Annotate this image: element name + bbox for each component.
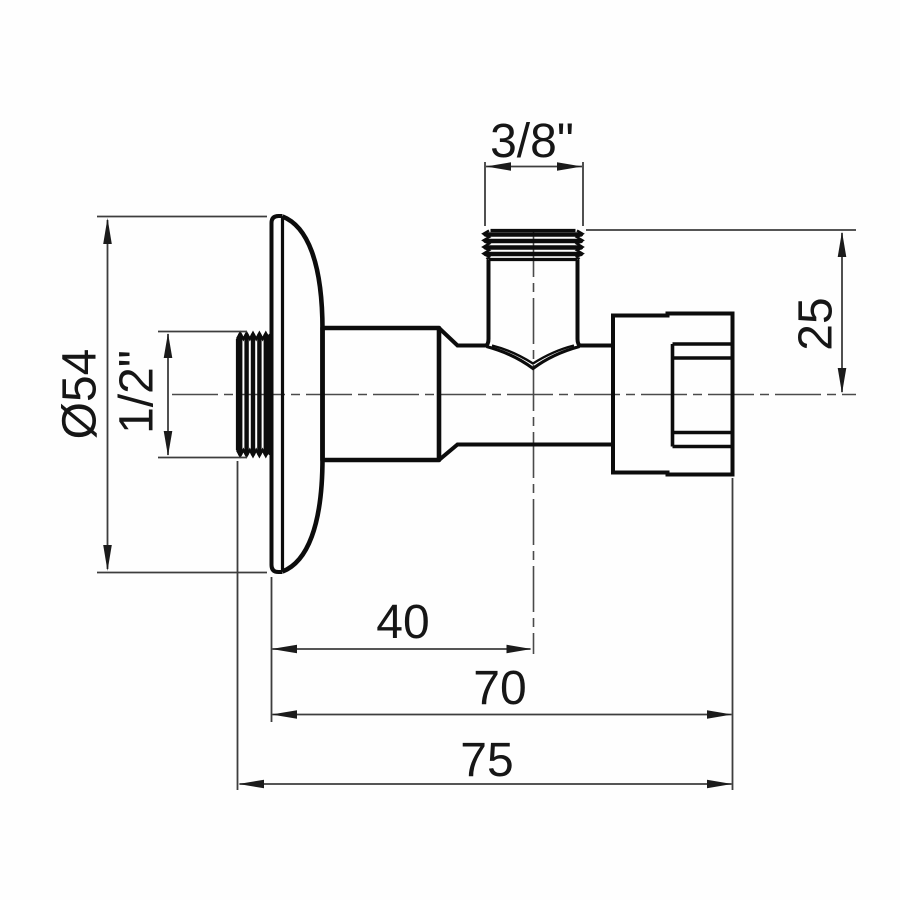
dim-branch-thread: 3/8" [484,115,584,226]
branch-thread-ridges [483,232,584,257]
branch-junction-fillet-inner [491,344,575,365]
arrow-right [506,644,532,654]
branch-junction-fillet-outer [486,344,580,371]
arrow-right [707,710,732,719]
thread-ridges [238,332,273,457]
arrow-right [557,162,582,171]
compression-nut [611,311,735,477]
dim-inlet-thread: 1/2" [111,330,247,459]
nut-socket-steps [672,342,733,449]
branch-thread-three-eighths [481,228,585,262]
dim-flange-diameter: Ø54 [54,215,267,574]
pipe-bottom-edge [437,442,614,462]
flange-rim [269,214,283,574]
outlet-pipe [437,326,614,462]
valve-outline [235,214,735,574]
branch-right-wall [575,259,582,348]
arrow-up [163,333,173,358]
arrow-left [271,710,297,719]
dim-label-inlet-thread: 1/2" [111,350,164,434]
arrow-left [271,644,297,654]
arrow-down [163,431,173,456]
arrow-up [837,231,847,257]
pipe-top-edge [437,326,613,348]
dim-flange-to-branch: 40 [270,577,532,722]
dim-label-branch-thread: 3/8" [490,115,574,168]
inlet-thread-half-inch [235,330,273,459]
branch-pipe [484,259,582,371]
dim-label-overall-length: 75 [460,734,513,787]
arrow-up [103,218,112,244]
nut-outer-profile [611,311,735,477]
arrow-left [486,162,511,171]
dim-overall-length: 75 [236,461,732,790]
arrow-right [707,779,732,789]
dim-label-flange-diameter: Ø54 [54,349,107,440]
arrow-down [837,368,847,394]
dim-label-flange-to-nut: 70 [473,662,526,715]
dim-flange-to-nut: 70 [271,478,734,790]
arrow-down [103,545,112,571]
dim-label-branch-height: 25 [790,297,843,350]
dim-label-flange-to-branch: 40 [376,596,429,649]
arrow-left [238,779,264,789]
branch-left-wall [484,259,491,348]
dim-branch-height: 25 [586,229,856,394]
